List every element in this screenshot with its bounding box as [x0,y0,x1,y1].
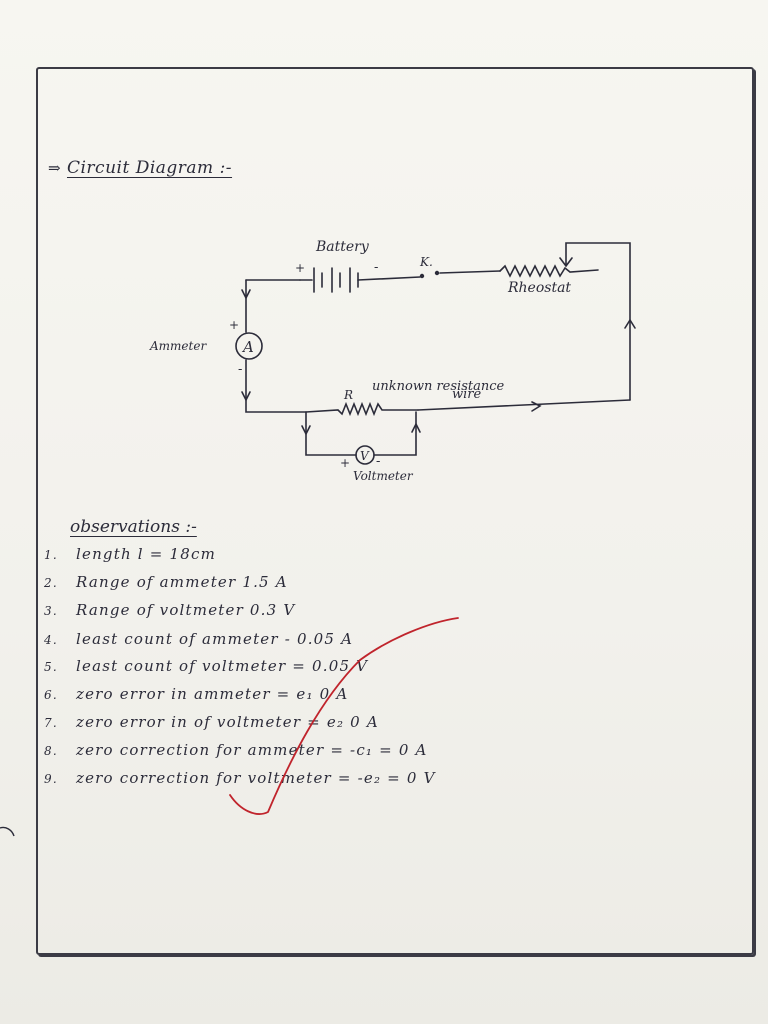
observation-text: zero correction for voltmeter = -e₂ = 0 … [76,769,436,787]
observation-row: 3. Range of voltmeter 0.3 V [44,601,564,619]
battery-symbol [299,267,359,293]
observation-number: 1. [44,548,58,562]
observation-number: 9. [44,772,58,786]
observation-row: 2. Range of ammeter 1.5 A [44,573,564,591]
observation-number: 6. [44,688,58,702]
observation-row: 5. least count of voltmeter = 0.05 V [44,657,564,675]
observations-heading: observations :- [70,517,197,537]
observation-text: Range of ammeter 1.5 A [76,573,288,591]
observation-row: 7. zero error in of voltmeter = e₂ 0 A [44,713,564,731]
wire-battery-key [357,276,421,281]
voltmeter-minus: - [376,454,380,469]
wire-left-arrow-top [241,289,251,300]
ammeter-minus: - [238,362,242,377]
wire-bottom-arrow [531,401,542,412]
voltmeter-symbol-text: V [360,449,370,463]
observation-row: 6. zero error in ammeter = e₁ 0 A [44,685,564,703]
voltmeter-branch-left [305,411,357,456]
key-contact-right [434,270,440,276]
battery-label: Battery [315,239,370,255]
wire-bottom-right [417,399,631,411]
wire-label-line1: unknown resistance [372,379,504,394]
observation-text: Range of voltmeter 0.3 V [76,601,296,619]
heading-arrow-icon: ⇒ [48,159,62,177]
ammeter-symbol [235,332,263,360]
battery-minus: - [374,260,378,275]
voltmeter-arrow-right [411,422,421,433]
observation-text: zero error in ammeter = e₁ 0 A [76,685,349,703]
observation-row: 9. zero correction for voltmeter = -e₂ = … [44,769,564,787]
observation-number: 4. [44,633,58,647]
heading-text: Circuit Diagram :- [66,158,233,178]
observation-number: 5. [44,660,58,674]
key-contact-left [419,273,425,279]
wire-right-arrow [624,318,636,329]
circuit-diagram-heading: ⇒ Circuit Diagram :- [48,158,232,178]
rheostat-label: Rheostat [507,280,571,296]
observation-text: length l = 18cm [76,545,217,563]
observation-text: least count of ammeter - 0.05 A [76,630,354,648]
voltmeter-label: Voltmeter [353,469,414,483]
observation-number: 3. [44,604,58,618]
observation-row: 8. zero correction for ammeter = -c₁ = 0 … [44,741,564,759]
wire-bottom-left [245,359,307,413]
resistor-label: R [343,388,353,402]
voltmeter-symbol [355,445,375,465]
observation-number: 2. [44,576,58,590]
observation-number: 8. [44,744,58,758]
observation-text: zero correction for ammeter = -c₁ = 0 A [76,741,428,759]
page-border [36,67,754,955]
observation-number: 7. [44,716,58,730]
key-label: K. [419,255,433,269]
voltmeter-arrow-left [301,425,311,436]
battery-plus: + [295,261,305,275]
wire-label-line2: wire [452,387,481,402]
ammeter-label: Ammeter [149,339,207,353]
wire-key-rheostat [439,270,501,274]
observation-row: 1. length l = 18cm [44,545,564,563]
ammeter-symbol-text: A [241,338,254,356]
ammeter-plus: + [229,318,239,332]
voltmeter-plus: + [340,456,350,470]
observation-row: 4. least count of ammeter - 0.05 A [44,630,564,648]
observation-text: zero error in of voltmeter = e₂ 0 A [76,713,379,731]
wire-left-arrow-bottom [241,391,251,402]
rheostat-symbol [499,264,599,278]
tick-mark-icon [229,617,459,815]
voltmeter-branch-right [373,411,417,456]
observation-text: least count of voltmeter = 0.05 V [76,657,369,675]
resistor-symbol [305,401,419,417]
